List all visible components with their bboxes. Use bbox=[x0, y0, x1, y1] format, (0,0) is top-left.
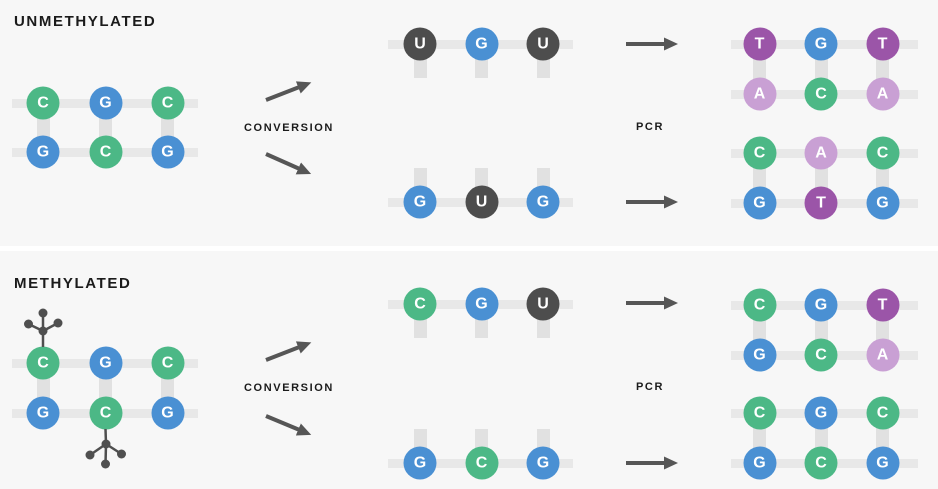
base-g: G bbox=[866, 446, 899, 480]
base-t: T bbox=[866, 288, 899, 322]
base-g: G bbox=[804, 396, 838, 430]
base-a: A bbox=[866, 77, 899, 111]
base-g: G bbox=[26, 396, 60, 430]
base-u: U bbox=[526, 287, 560, 321]
base-g: G bbox=[403, 446, 437, 480]
base-c: C bbox=[743, 136, 776, 170]
base-g: G bbox=[743, 446, 776, 480]
base-c: C bbox=[804, 446, 838, 480]
base-g: G bbox=[743, 338, 776, 372]
base-g: G bbox=[866, 186, 899, 220]
base-t: T bbox=[804, 186, 838, 220]
base-g: G bbox=[151, 396, 184, 430]
section-title-unmethylated: UNMETHYLATED bbox=[14, 13, 157, 30]
base-c: C bbox=[804, 338, 838, 372]
base-c: C bbox=[804, 77, 838, 111]
base-c: C bbox=[743, 288, 776, 322]
base-g: G bbox=[526, 446, 560, 480]
conversion-label: CONVERSION bbox=[244, 122, 334, 134]
base-g: G bbox=[804, 27, 838, 61]
base-g: G bbox=[89, 86, 122, 120]
base-g: G bbox=[403, 185, 437, 219]
base-a: A bbox=[743, 77, 776, 111]
base-c: C bbox=[743, 396, 776, 430]
base-u: U bbox=[403, 27, 437, 61]
base-g: G bbox=[465, 27, 498, 61]
base-g: G bbox=[804, 288, 838, 322]
base-c: C bbox=[151, 346, 184, 380]
base-c: C bbox=[89, 135, 122, 169]
base-g: G bbox=[465, 287, 498, 321]
base-u: U bbox=[526, 27, 560, 61]
conversion-label: CONVERSION bbox=[244, 382, 334, 394]
base-g: G bbox=[151, 135, 184, 169]
section-title-methylated: METHYLATED bbox=[14, 275, 132, 292]
pcr-label: PCR bbox=[635, 381, 665, 393]
base-u: U bbox=[465, 185, 498, 219]
base-t: T bbox=[743, 27, 776, 61]
pcr-label: PCR bbox=[635, 121, 665, 133]
base-c: C bbox=[151, 86, 184, 120]
base-g: G bbox=[26, 135, 60, 169]
base-c: C bbox=[403, 287, 437, 321]
base-t: T bbox=[866, 27, 899, 61]
base-g: G bbox=[526, 185, 560, 219]
base-c: C bbox=[465, 446, 498, 480]
base-c-methylated: C bbox=[26, 346, 60, 380]
base-g: G bbox=[743, 186, 776, 220]
base-a: A bbox=[866, 338, 899, 372]
base-c-methylated: C bbox=[89, 396, 122, 430]
base-c: C bbox=[866, 136, 899, 170]
base-c: C bbox=[26, 86, 60, 120]
base-c: C bbox=[866, 396, 899, 430]
base-g: G bbox=[89, 346, 122, 380]
base-a: A bbox=[804, 136, 838, 170]
